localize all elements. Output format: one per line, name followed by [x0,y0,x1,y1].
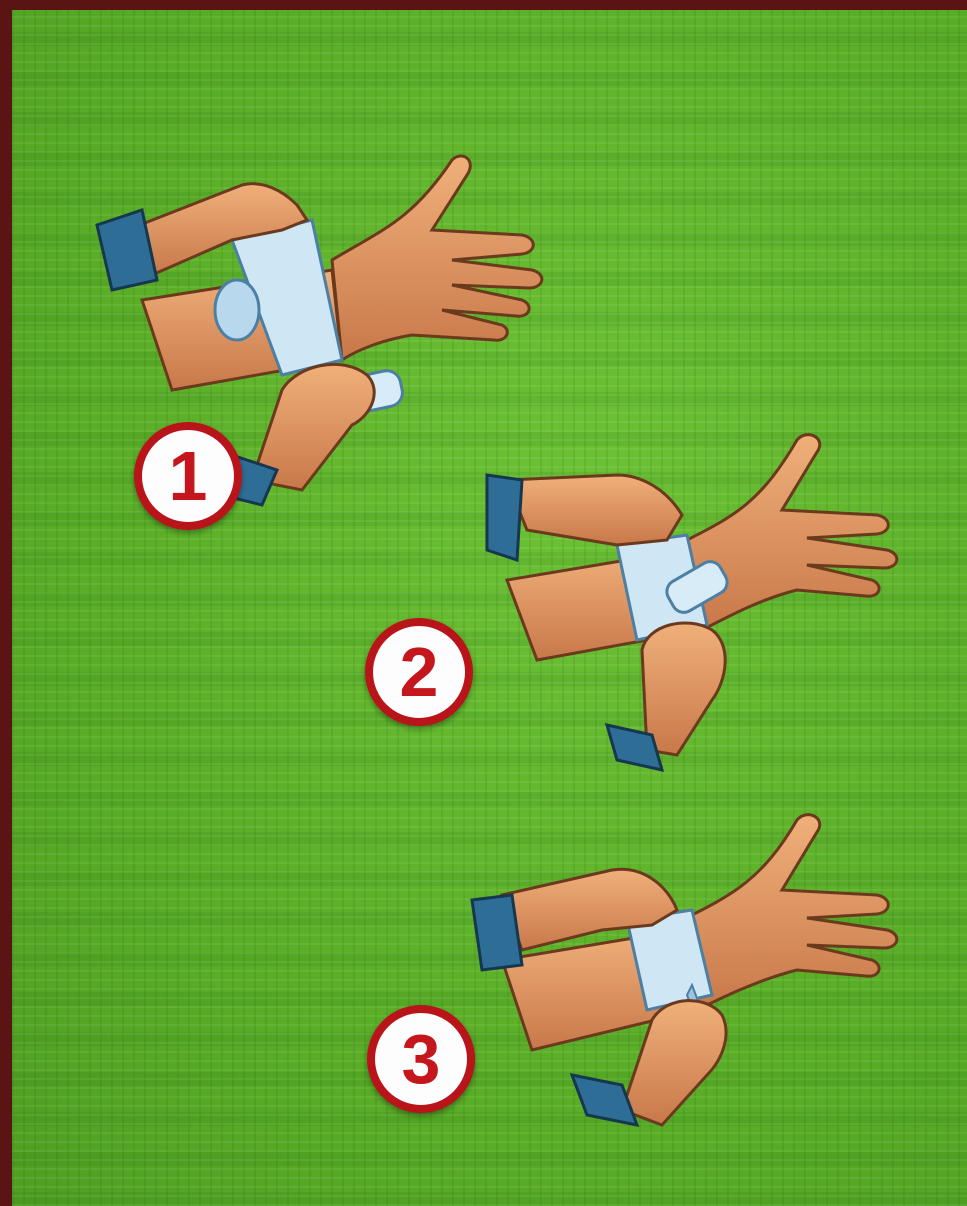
step-1-badge: 1 [134,422,242,530]
helper-hand-bottom-1 [222,364,374,505]
step-2-number: 2 [400,637,439,707]
step-3-illustration [452,800,922,1140]
step-3-number: 3 [402,1024,441,1094]
green-fabric-background: 1 2 3 [12,10,967,1206]
step-1-number: 1 [169,441,208,511]
step-2-illustration [467,420,917,780]
step-3-badge: 3 [367,1005,475,1113]
step-2-badge: 2 [365,618,473,726]
